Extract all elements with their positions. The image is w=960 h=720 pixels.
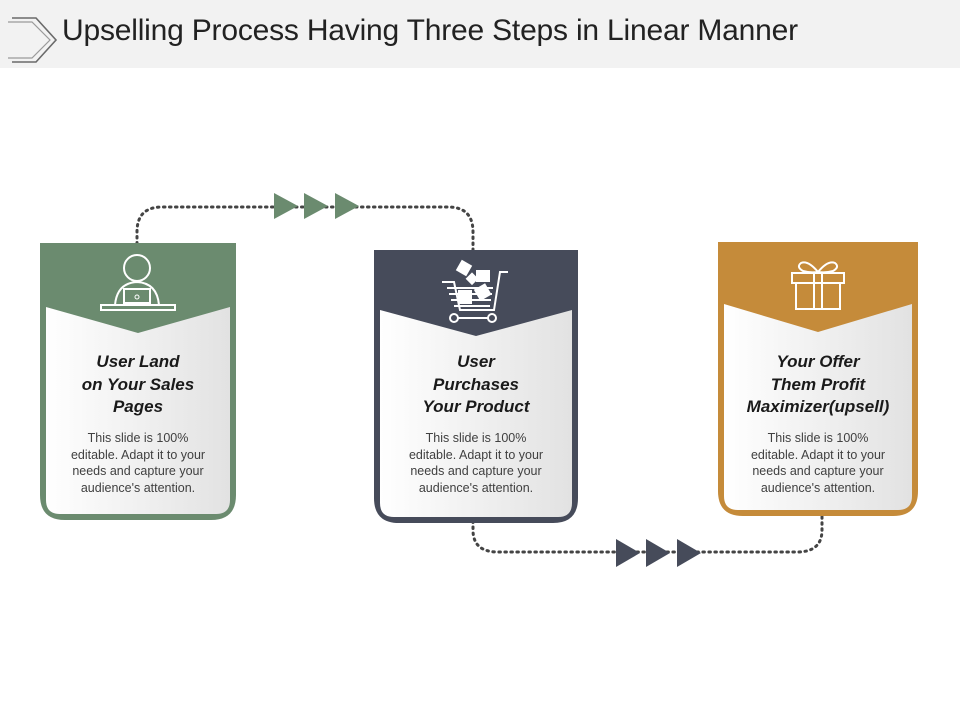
step-2-description: This slide is 100% editable. Adapt it to… (408, 431, 544, 495)
gift-box-icon (791, 261, 845, 310)
step-2-title: User Purchases Your Product (422, 352, 530, 416)
card-frame (374, 250, 578, 523)
step-card-1: User Land on Your Sales Pages This slide… (40, 243, 236, 520)
step-1-description: This slide is 100% editable. Adapt it to… (70, 431, 206, 495)
top-arrow-chevrons (274, 193, 359, 219)
top-dotted-connector (135, 205, 475, 253)
bottom-arrow-chevrons (616, 539, 701, 567)
step-3-title: Your Offer Them Profit Maximizer(upsell) (746, 352, 890, 416)
step-card-2: User Purchases Your Product This slide i… (374, 250, 578, 523)
step-3-description: This slide is 100% editable. Adapt it to… (750, 431, 886, 495)
bottom-arrow-3 (677, 539, 701, 567)
card-frame (718, 242, 918, 516)
top-arrow-3 (335, 193, 359, 219)
step-1-title: User Land on Your Sales Pages (81, 352, 195, 416)
diamond-logo-icon (8, 17, 58, 63)
bottom-arrow-2 (646, 539, 670, 567)
bottom-arrow-1 (616, 539, 640, 567)
page-title: Upselling Process Having Three Steps in … (62, 14, 798, 47)
header-bar: Upselling Process Having Three Steps in … (0, 0, 960, 68)
top-arrow-2 (304, 193, 328, 219)
top-arrow-1 (274, 193, 298, 219)
shopping-cart-icon (442, 259, 508, 323)
bottom-dotted-connector (471, 512, 824, 554)
step-card-3: Your Offer Them Profit Maximizer(upsell)… (718, 242, 918, 516)
card-frame (40, 243, 236, 520)
user-at-laptop-icon (100, 254, 176, 311)
